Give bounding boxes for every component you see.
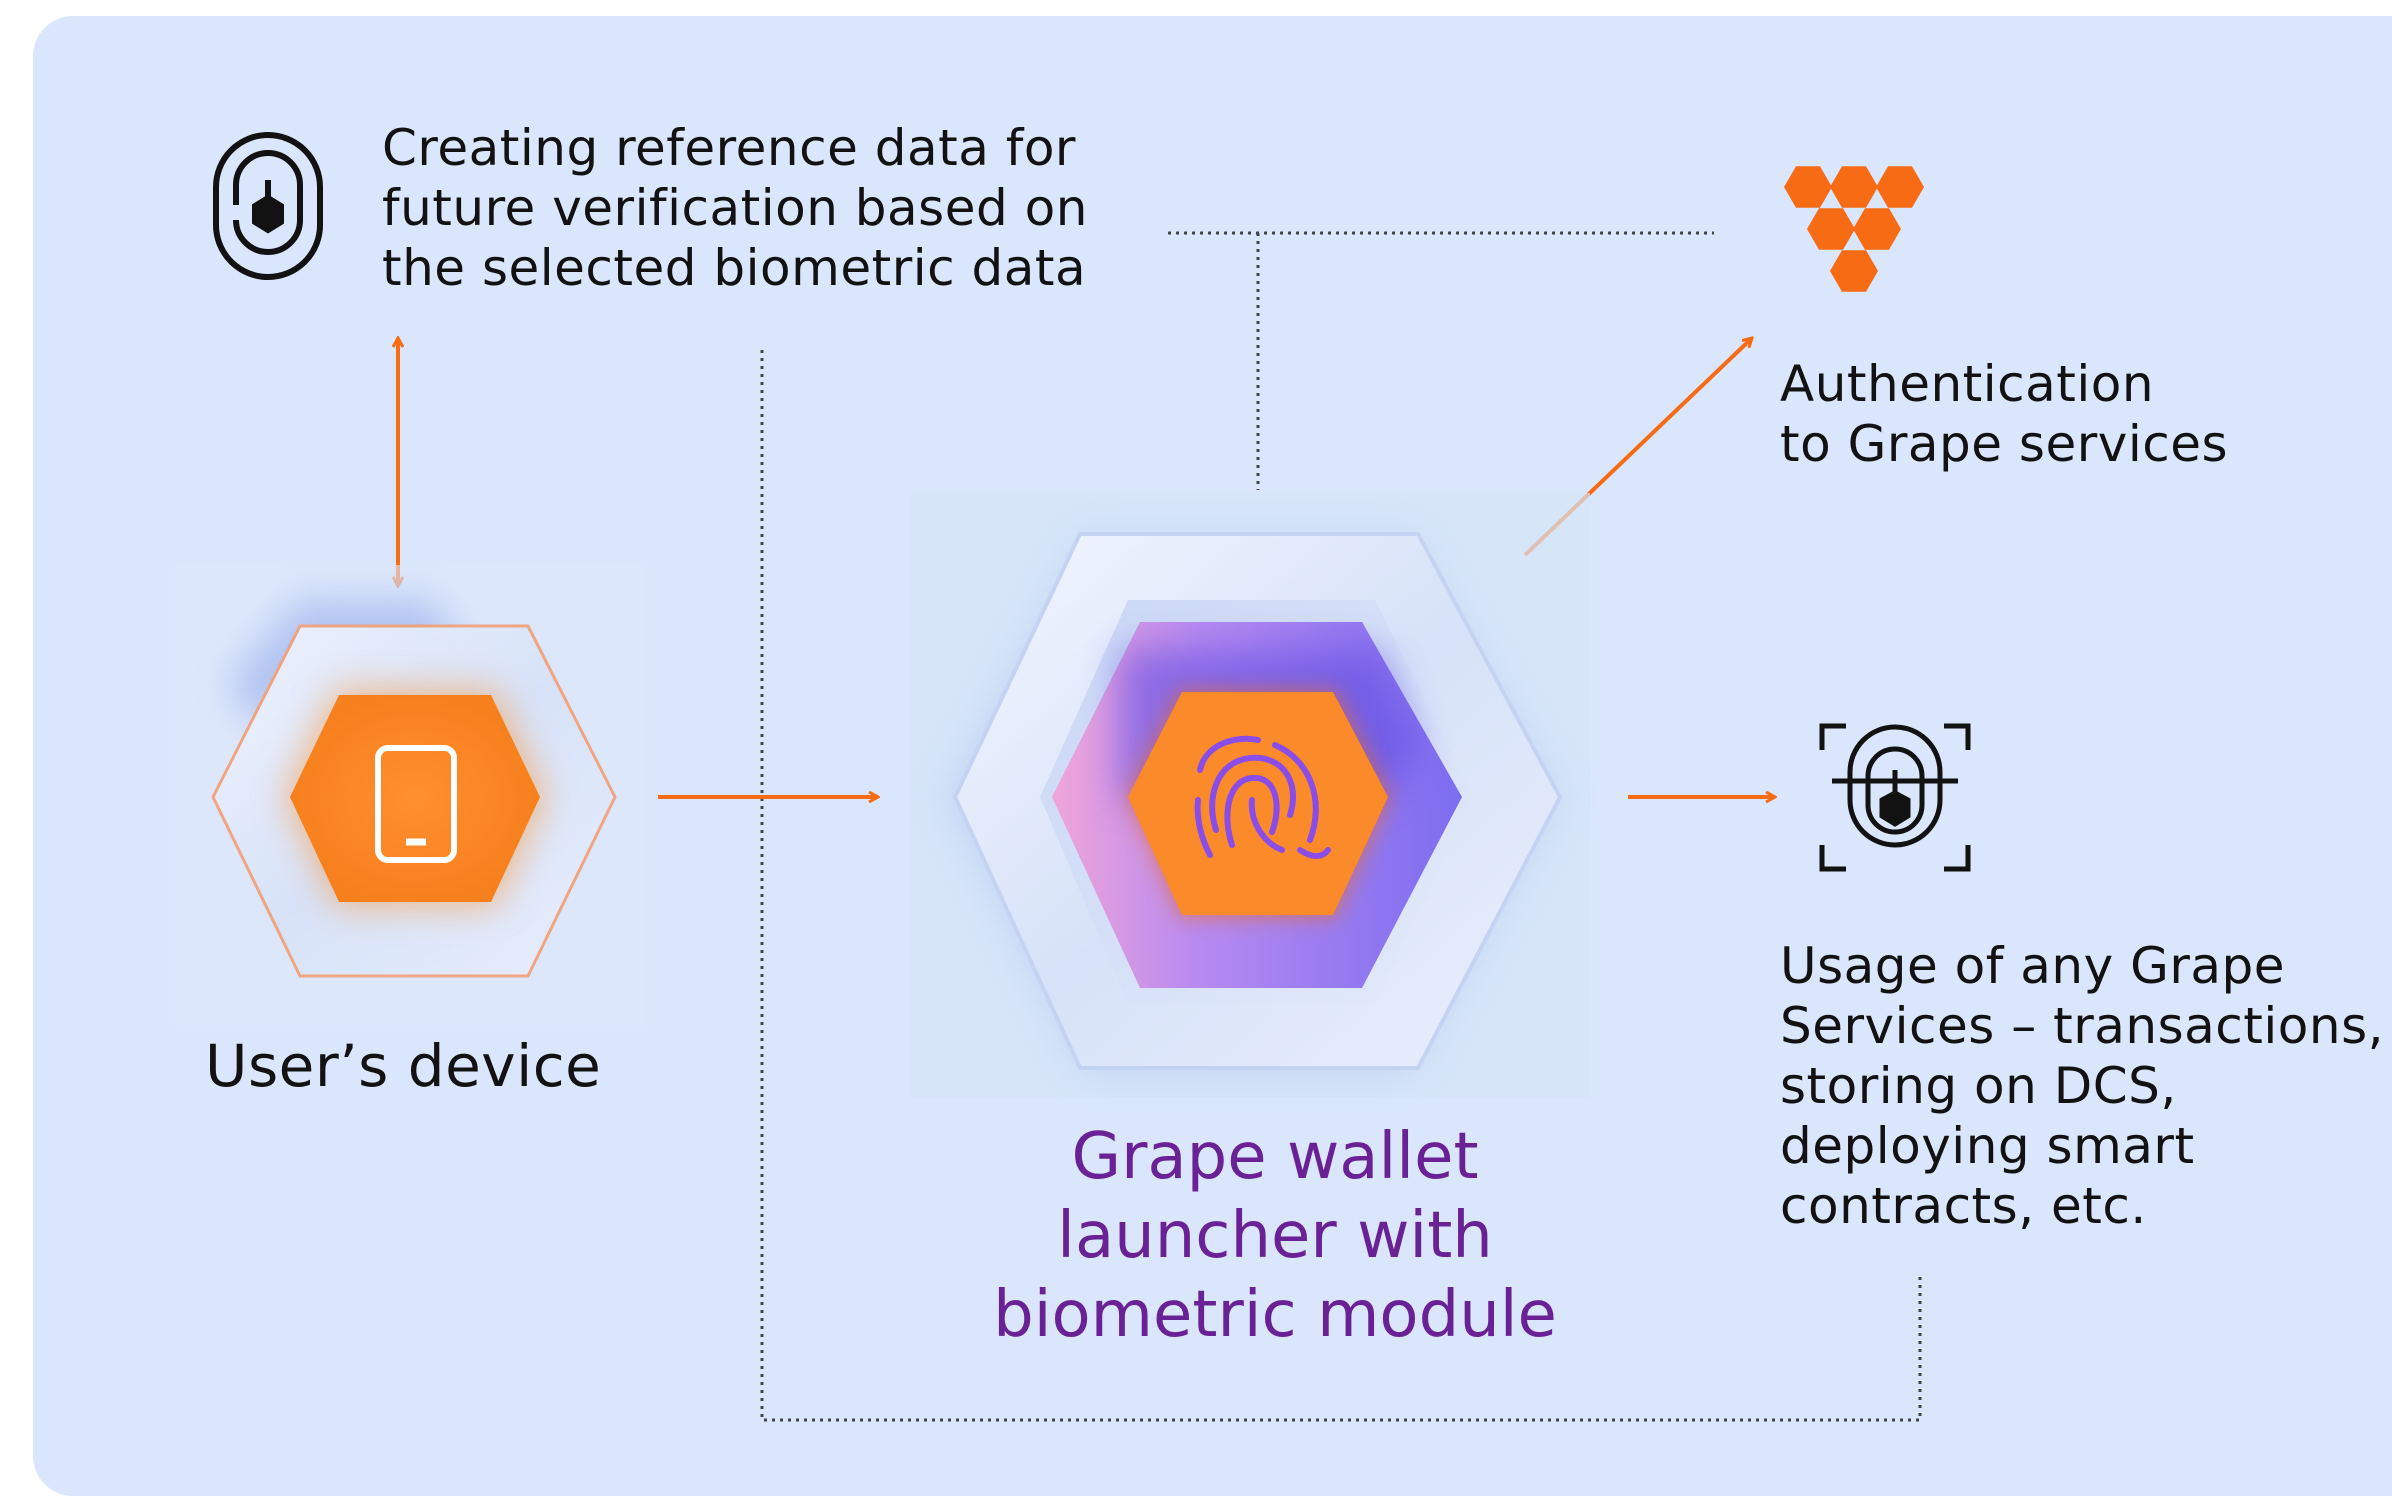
- launcher-title: Grape wallet launcher with biometric mod…: [993, 1120, 1557, 1352]
- usage-text: Usage of any Grape Services – transactio…: [1780, 937, 2385, 1235]
- grape-logo-hexagon: [1830, 166, 1878, 208]
- grape-logo-hexagon: [1853, 208, 1901, 250]
- biometric-scan-icon: [1819, 723, 1971, 872]
- grape-logo-hexagon: [1876, 166, 1924, 208]
- fingerprint-icon: [1194, 735, 1331, 859]
- bottom-loop-connector: [760, 350, 1922, 1422]
- device-label: User’s device: [205, 1032, 602, 1100]
- smartphone-icon: [375, 745, 457, 863]
- launcher-node: [910, 493, 1590, 1098]
- authentication-text: Authentication to Grape services: [1780, 355, 2229, 473]
- grape-logo: [1784, 166, 1924, 292]
- grape-logo-hexagon: [1784, 166, 1832, 208]
- reference-data-text: Creating reference data for future verif…: [382, 119, 1088, 297]
- grape-logo-hexagon: [1807, 208, 1855, 250]
- dotted-connectors: [760, 231, 1922, 1422]
- grape-logo-hexagon: [1830, 250, 1878, 292]
- device-node: [175, 565, 645, 1025]
- biometric-lock-icon: [213, 132, 323, 280]
